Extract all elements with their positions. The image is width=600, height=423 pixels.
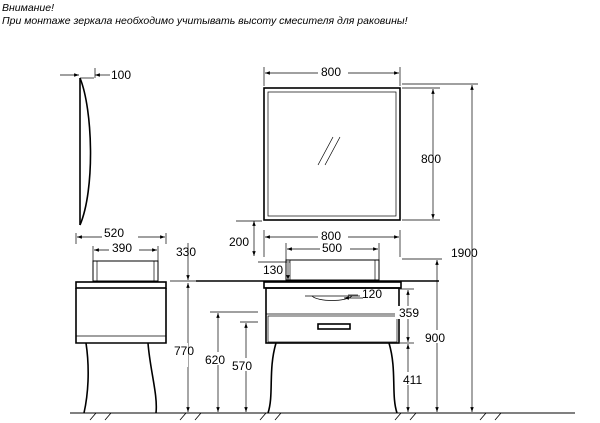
dim-side-height: 770: [174, 344, 194, 358]
front-view-cabinet: [196, 259, 439, 414]
dim-side-gap: 330: [176, 245, 196, 259]
dim-mirror-height: 800: [421, 152, 441, 166]
notice-title: Внимание!: [2, 2, 55, 14]
dim-mirror-width: 800: [321, 65, 341, 79]
side-view-mirror: [79, 77, 94, 226]
dim-side-depth: 520: [104, 226, 124, 240]
dim-drain-height-inner: 570: [232, 359, 252, 373]
floor-line: [70, 412, 575, 421]
dim-drain-height-outer: 620: [205, 353, 225, 367]
dim-total-height: 1900: [451, 246, 478, 260]
dim-cabinet-height: 900: [425, 331, 445, 345]
dim-side-sink-depth: 390: [112, 241, 132, 255]
dim-drawer-height: 359: [399, 306, 419, 320]
dim-mirror-depth: 100: [111, 68, 131, 82]
dim-sink-width: 500: [322, 241, 342, 255]
side-view-cabinet: [75, 260, 167, 414]
notice-text: При монтаже зеркала необходимо учитывать…: [2, 15, 408, 27]
dim-basin-depth: 130: [263, 263, 283, 277]
dim-front-width: 800: [321, 229, 341, 243]
dim-leg-height: 411: [403, 373, 422, 387]
dim-drain-width: 120: [362, 287, 382, 301]
front-view-mirror: [263, 87, 401, 221]
dim-mirror-gap: 200: [229, 235, 249, 249]
